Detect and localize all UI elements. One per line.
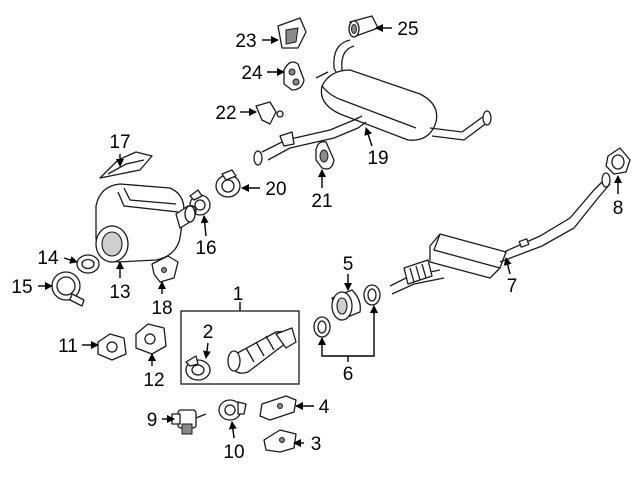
callout-18: 18 [151,298,172,319]
part-16-clamp [189,189,211,216]
leader-lines [38,24,622,447]
part-3-bracket [263,429,297,453]
part-15-vband-clamp [51,271,85,307]
callout-21: 21 [311,191,332,212]
callout-7: 7 [507,276,518,297]
part-4-bracket [259,395,297,421]
part-11-gasket [97,333,127,361]
callout-16: 16 [195,238,216,259]
callout-10: 10 [223,442,244,463]
callout-9: 9 [147,410,158,431]
part-20-clamp [215,169,241,198]
part-17-heat-shield [99,151,153,179]
callout-19: 19 [367,148,388,169]
part-19-muffler-assembly [253,39,492,166]
callout-20: 20 [265,179,286,200]
callout-4: 4 [319,397,330,418]
callout-12: 12 [143,370,164,391]
part-24-rubber-hanger [283,61,305,91]
callout-14: 14 [37,248,59,269]
callout-13: 13 [109,282,130,303]
callout-22: 22 [215,103,236,124]
callout-25: 25 [397,19,418,40]
part-7-intermediate-pipe [389,172,611,295]
part-1-front-pipe-box [180,310,300,385]
callout-1: 1 [233,284,244,305]
callout-5: 5 [343,254,354,275]
part-9-sensor [171,409,207,435]
part-5-flange [331,289,361,321]
part-13-converter [95,183,197,263]
callout-8: 8 [613,198,624,219]
part-6-gasket-left [313,316,331,338]
part-18-bracket [151,255,179,283]
part-6-gasket-right [363,284,381,306]
callout-labels: 1 2 3 4 5 6 7 8 9 10 11 12 13 14 15 16 1… [11,19,623,463]
callout-17: 17 [109,132,130,153]
callout-23: 23 [235,31,256,52]
part-10-clamp [218,399,247,421]
part-23-heat-shield [277,17,307,49]
part-14-gasket [76,254,100,274]
callout-24: 24 [241,63,263,84]
part-21-hanger [315,141,335,170]
callout-6: 6 [343,364,354,385]
part-8-clamp [605,147,631,175]
part-12-gasket [135,323,167,355]
callout-2: 2 [203,322,214,343]
part-2-clamp [185,355,211,381]
callout-15: 15 [11,277,32,298]
callout-11: 11 [58,336,78,357]
part-25-exhaust-tip [348,15,379,38]
callout-3: 3 [311,434,322,455]
part-22-bracket [255,101,284,125]
